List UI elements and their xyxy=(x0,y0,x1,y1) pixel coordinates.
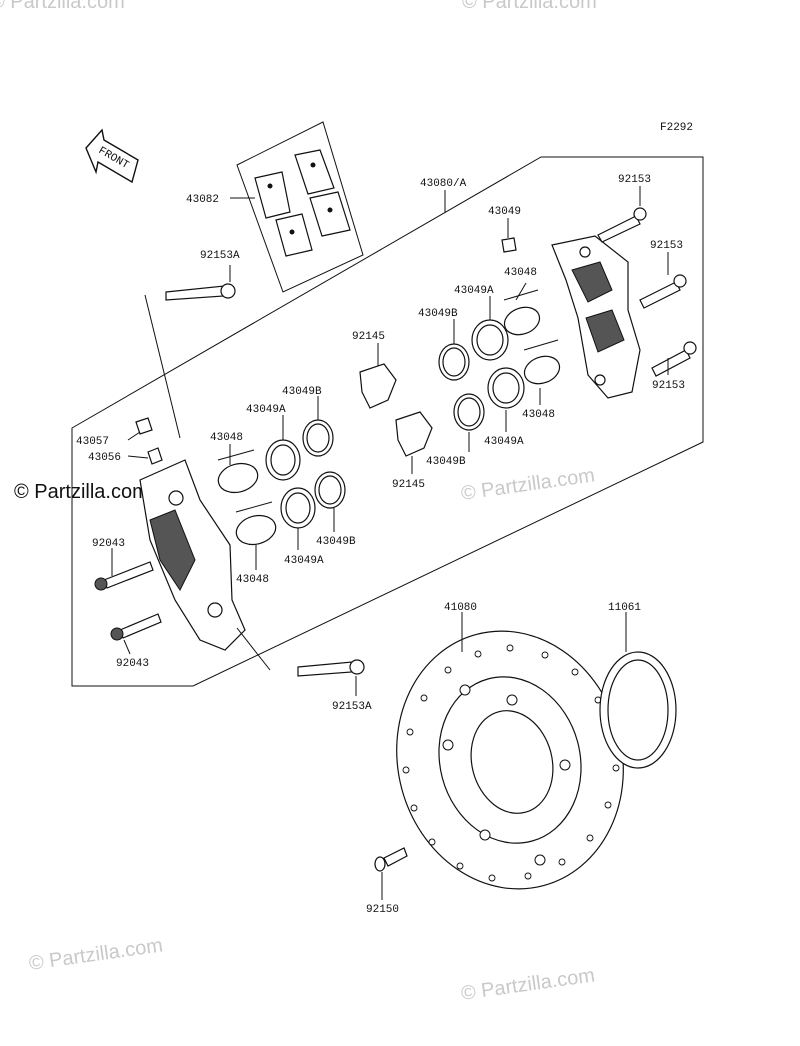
label-92153-3: 92153 xyxy=(652,380,685,392)
brand-logo-text: © Partzilla.com xyxy=(14,481,149,503)
label-92153A-bot: 92153A xyxy=(332,701,372,713)
brake-disc xyxy=(396,630,624,890)
left-caliper-half xyxy=(135,417,246,651)
label-43049A-r2: 43049A xyxy=(484,436,524,448)
label-43048-l2: 43048 xyxy=(236,574,269,586)
right-pistons-seals xyxy=(438,237,561,431)
label-43049: 43049 xyxy=(488,206,521,218)
label-43056: 43056 xyxy=(88,452,121,464)
label-43082: 43082 xyxy=(186,194,219,206)
brake-pad-box xyxy=(236,121,364,293)
left-bolts xyxy=(94,283,365,677)
label-43049A-l1: 43049A xyxy=(246,404,286,416)
label-92043-1: 92043 xyxy=(92,538,125,550)
label-92150: 92150 xyxy=(366,904,399,916)
label-92145-1: 92145 xyxy=(352,331,385,343)
label-92153A-top: 92153A xyxy=(200,250,240,262)
watermark-bottom-right: © Partzilla.com xyxy=(460,964,597,1005)
watermark-top-left: © Partzilla.com xyxy=(0,0,125,13)
label-43048-r2: 43048 xyxy=(522,409,555,421)
brake-pads xyxy=(254,149,351,257)
label-41080: 41080 xyxy=(444,602,477,614)
label-43048-r1: 43048 xyxy=(504,267,537,279)
label-43049B-r1: 43049B xyxy=(418,308,458,320)
label-43048-l1: 43048 xyxy=(210,432,243,444)
disc-gasket xyxy=(599,651,677,769)
leader-lines xyxy=(111,186,669,900)
right-caliper-half xyxy=(551,235,641,399)
label-92153-1: 92153 xyxy=(618,174,651,186)
label-43080A: 43080/A xyxy=(420,178,467,190)
right-bolts xyxy=(597,207,697,377)
label-11061: 11061 xyxy=(608,602,641,614)
label-43057: 43057 xyxy=(76,436,109,448)
label-43049B-r2: 43049B xyxy=(426,456,466,468)
watermark-bottom-left: © Partzilla.com xyxy=(28,934,165,975)
label-43049B-l1: 43049B xyxy=(282,386,322,398)
figure-code: F2292 xyxy=(660,122,693,134)
pad-springs xyxy=(359,363,433,457)
caliper-assembly-outline xyxy=(71,156,704,687)
disc-bolt xyxy=(374,847,408,872)
label-43049B-l2: 43049B xyxy=(316,536,356,548)
part-labels: 43082 43080/A 43049 92153 92153 92153 43… xyxy=(76,174,685,916)
left-pistons-seals xyxy=(217,419,346,546)
label-43049A-l2: 43049A xyxy=(284,555,324,567)
watermark-center: © Partzilla.com xyxy=(460,464,597,505)
label-92153-2: 92153 xyxy=(650,240,683,252)
label-92145-2: 92145 xyxy=(392,479,425,491)
watermark-top-right: © Partzilla.com xyxy=(462,0,597,13)
front-arrow-icon: FRONT xyxy=(85,128,139,184)
label-43049A-r1: 43049A xyxy=(454,285,494,297)
label-92043-2: 92043 xyxy=(116,658,149,670)
